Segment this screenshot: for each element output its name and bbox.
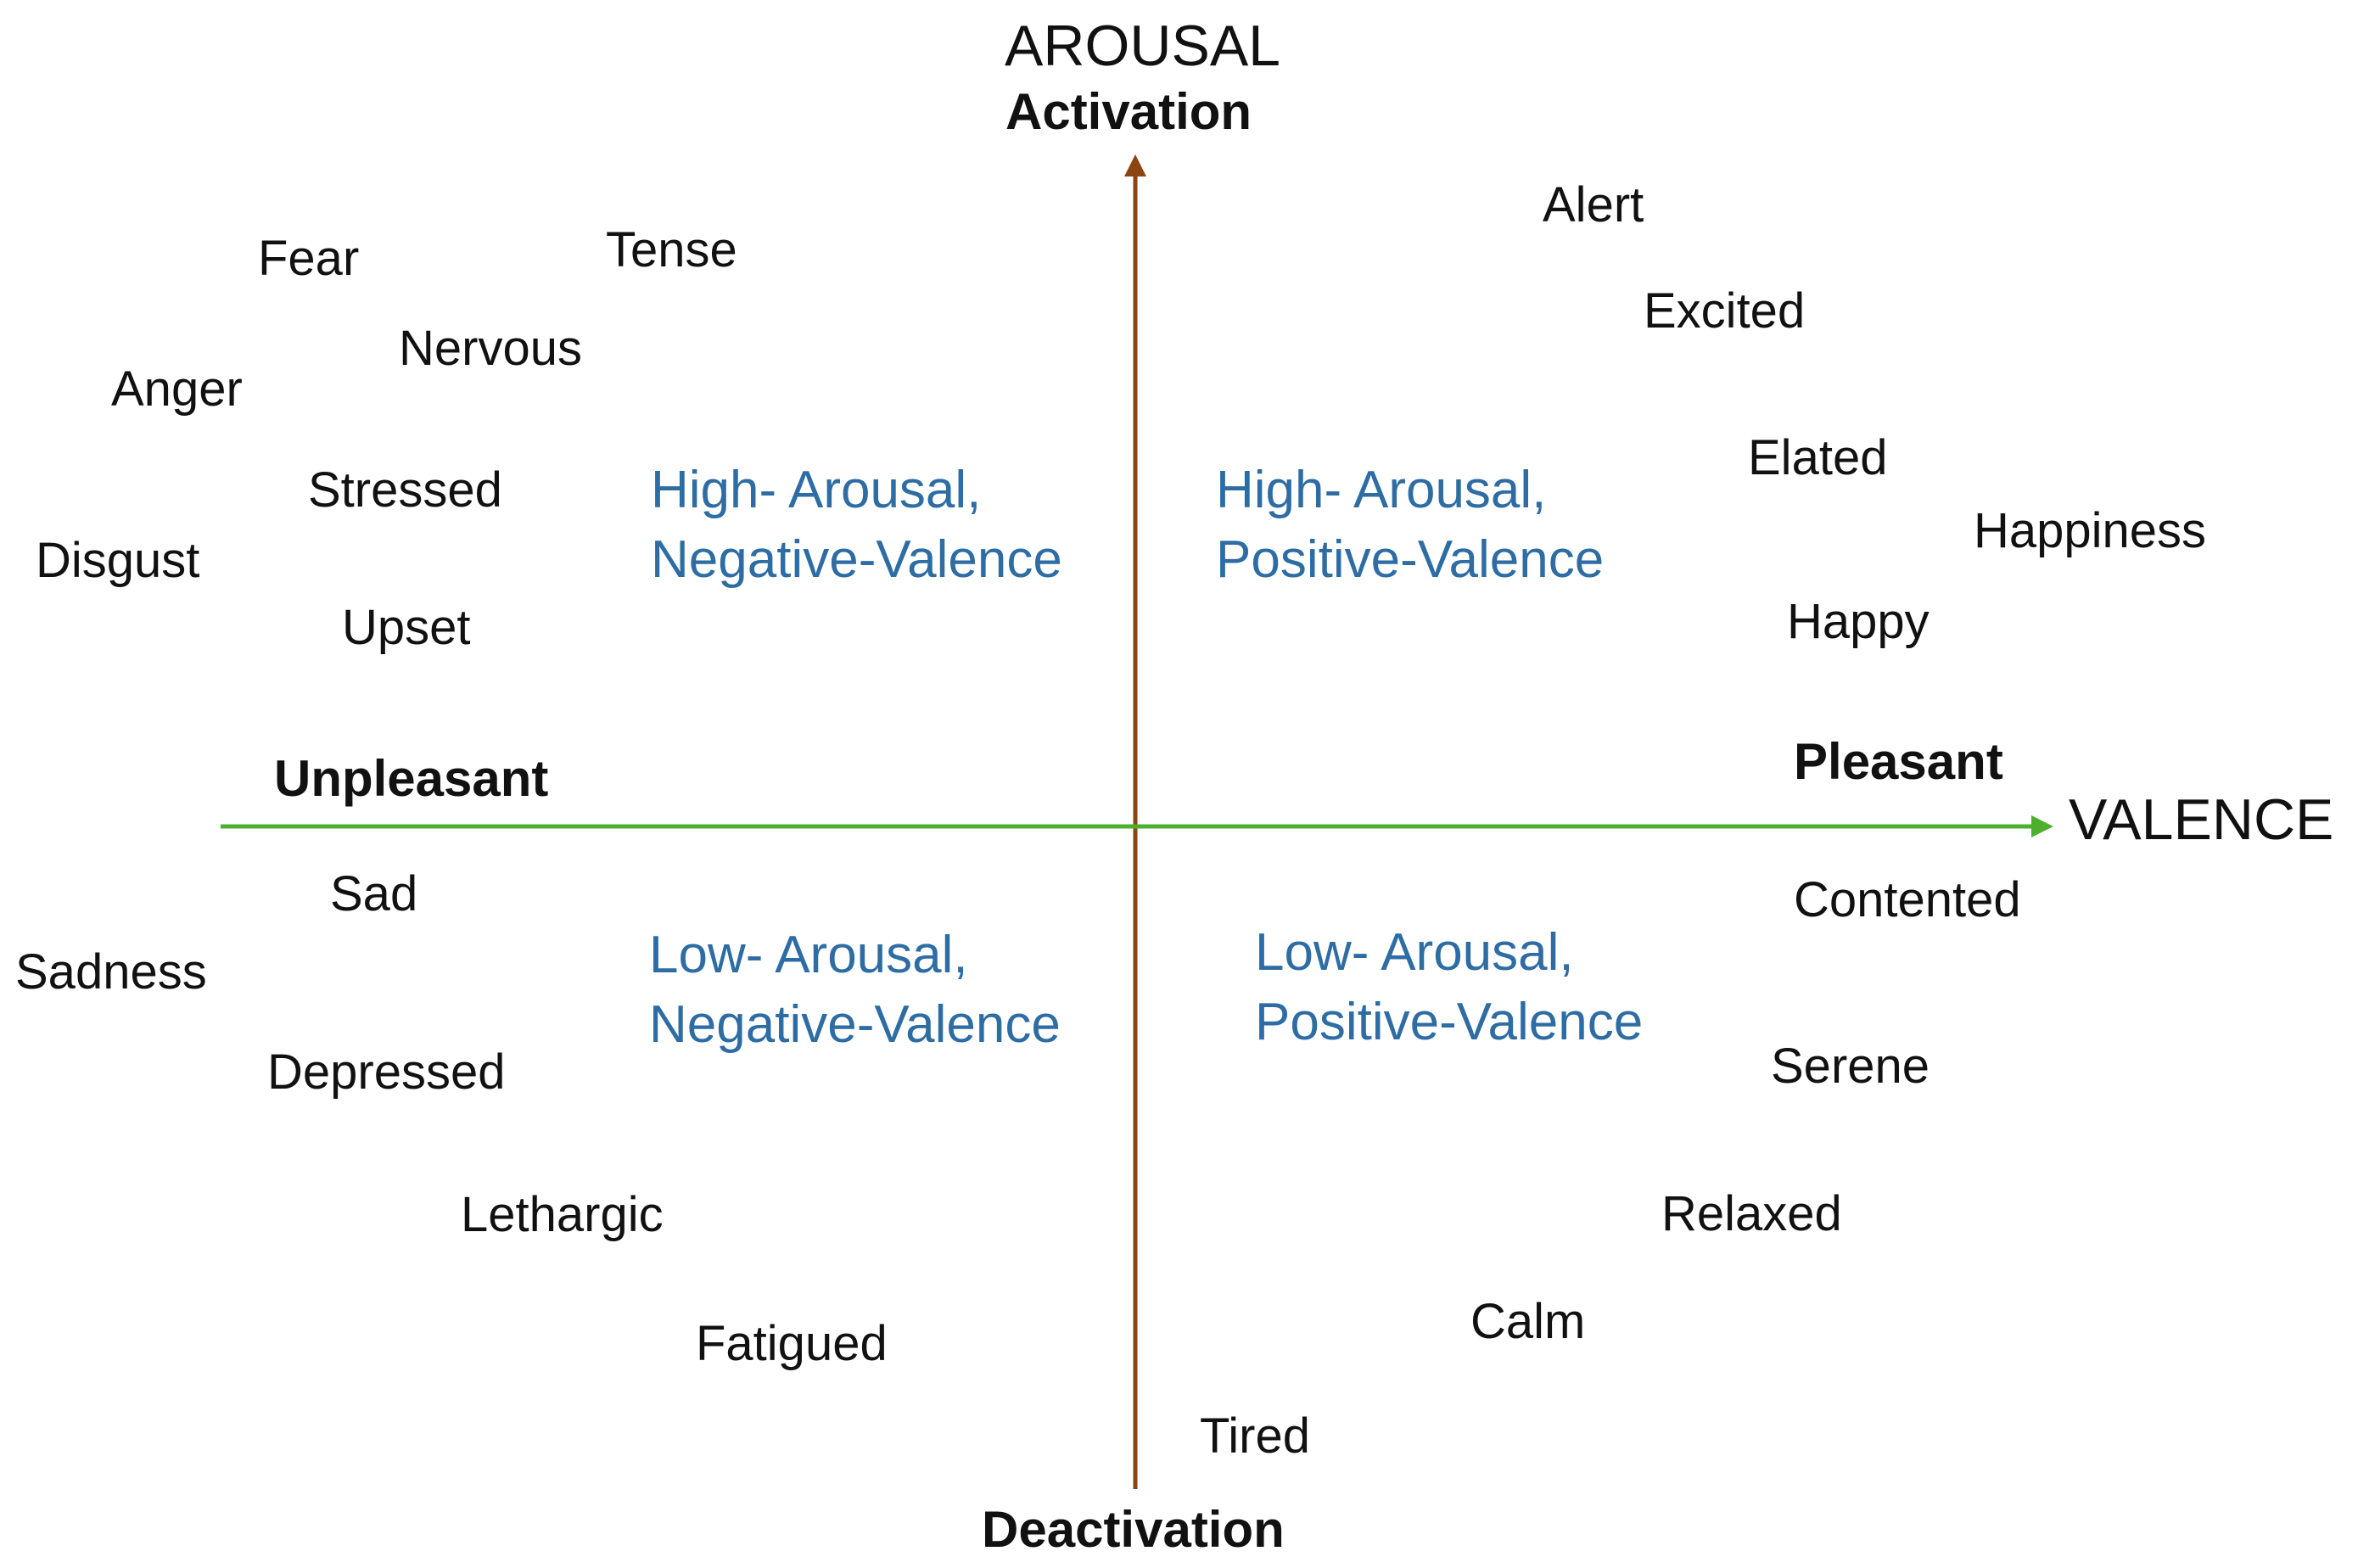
emotion-happiness: Happiness [1974, 503, 2207, 558]
emotion-upset: Upset [342, 600, 471, 655]
activation-label: Activation [1005, 83, 1252, 140]
quadrant-line: Positive-Valence [1216, 530, 1605, 589]
valence-arrowhead [2031, 815, 2053, 837]
valence-axis-title: VALENCE [2069, 787, 2334, 852]
quadrant-line: Low- Arousal, [1255, 923, 1574, 982]
pleasant-label: Pleasant [1794, 733, 2003, 790]
quadrant-low-arousal-negative-valence: Low- Arousal, Negative-Valence [649, 921, 1061, 1060]
quadrant-line: Negative-Valence [651, 530, 1062, 589]
quadrant-line: Negative-Valence [649, 995, 1061, 1054]
emotion-fear: Fear [258, 231, 360, 286]
emotion-calm: Calm [1470, 1294, 1586, 1349]
quadrant-line: High- Arousal, [1216, 461, 1547, 519]
quadrant-line: High- Arousal, [651, 461, 982, 519]
emotion-lethargic: Lethargic [461, 1187, 664, 1242]
emotion-tired: Tired [1200, 1408, 1310, 1464]
deactivation-label: Deactivation [982, 1501, 1285, 1558]
unpleasant-label: Unpleasant [274, 750, 549, 807]
emotion-excited: Excited [1644, 283, 1806, 339]
emotion-alert: Alert [1543, 177, 1644, 232]
emotion-disgust: Disgust [36, 533, 200, 588]
emotion-elated: Elated [1748, 430, 1888, 485]
quadrant-line: Positive-Valence [1255, 993, 1644, 1051]
quadrant-high-arousal-positive-valence: High- Arousal, Positive-Valence [1216, 456, 1604, 595]
emotion-tense: Tense [606, 222, 737, 277]
quadrant-line: Low- Arousal, [649, 926, 968, 984]
emotion-anger: Anger [111, 361, 243, 417]
emotion-sadness: Sadness [15, 944, 207, 1000]
emotion-stressed: Stressed [308, 462, 502, 518]
emotion-happy: Happy [1787, 594, 1930, 649]
quadrant-high-arousal-negative-valence: High- Arousal, Negative-Valence [651, 456, 1062, 595]
emotion-serene: Serene [1771, 1039, 1930, 1094]
emotion-fatigued: Fatigued [696, 1316, 888, 1371]
emotion-sad: Sad [330, 866, 418, 921]
emotion-depressed: Depressed [267, 1044, 506, 1100]
arousal-arrowhead [1124, 154, 1146, 176]
quadrant-low-arousal-positive-valence: Low- Arousal, Positive-Valence [1255, 918, 1643, 1057]
emotion-contented: Contented [1794, 872, 2021, 927]
emotion-nervous: Nervous [399, 321, 582, 376]
emotion-relaxed: Relaxed [1661, 1186, 1842, 1241]
arousal-axis-title: AROUSAL [1005, 14, 1280, 78]
